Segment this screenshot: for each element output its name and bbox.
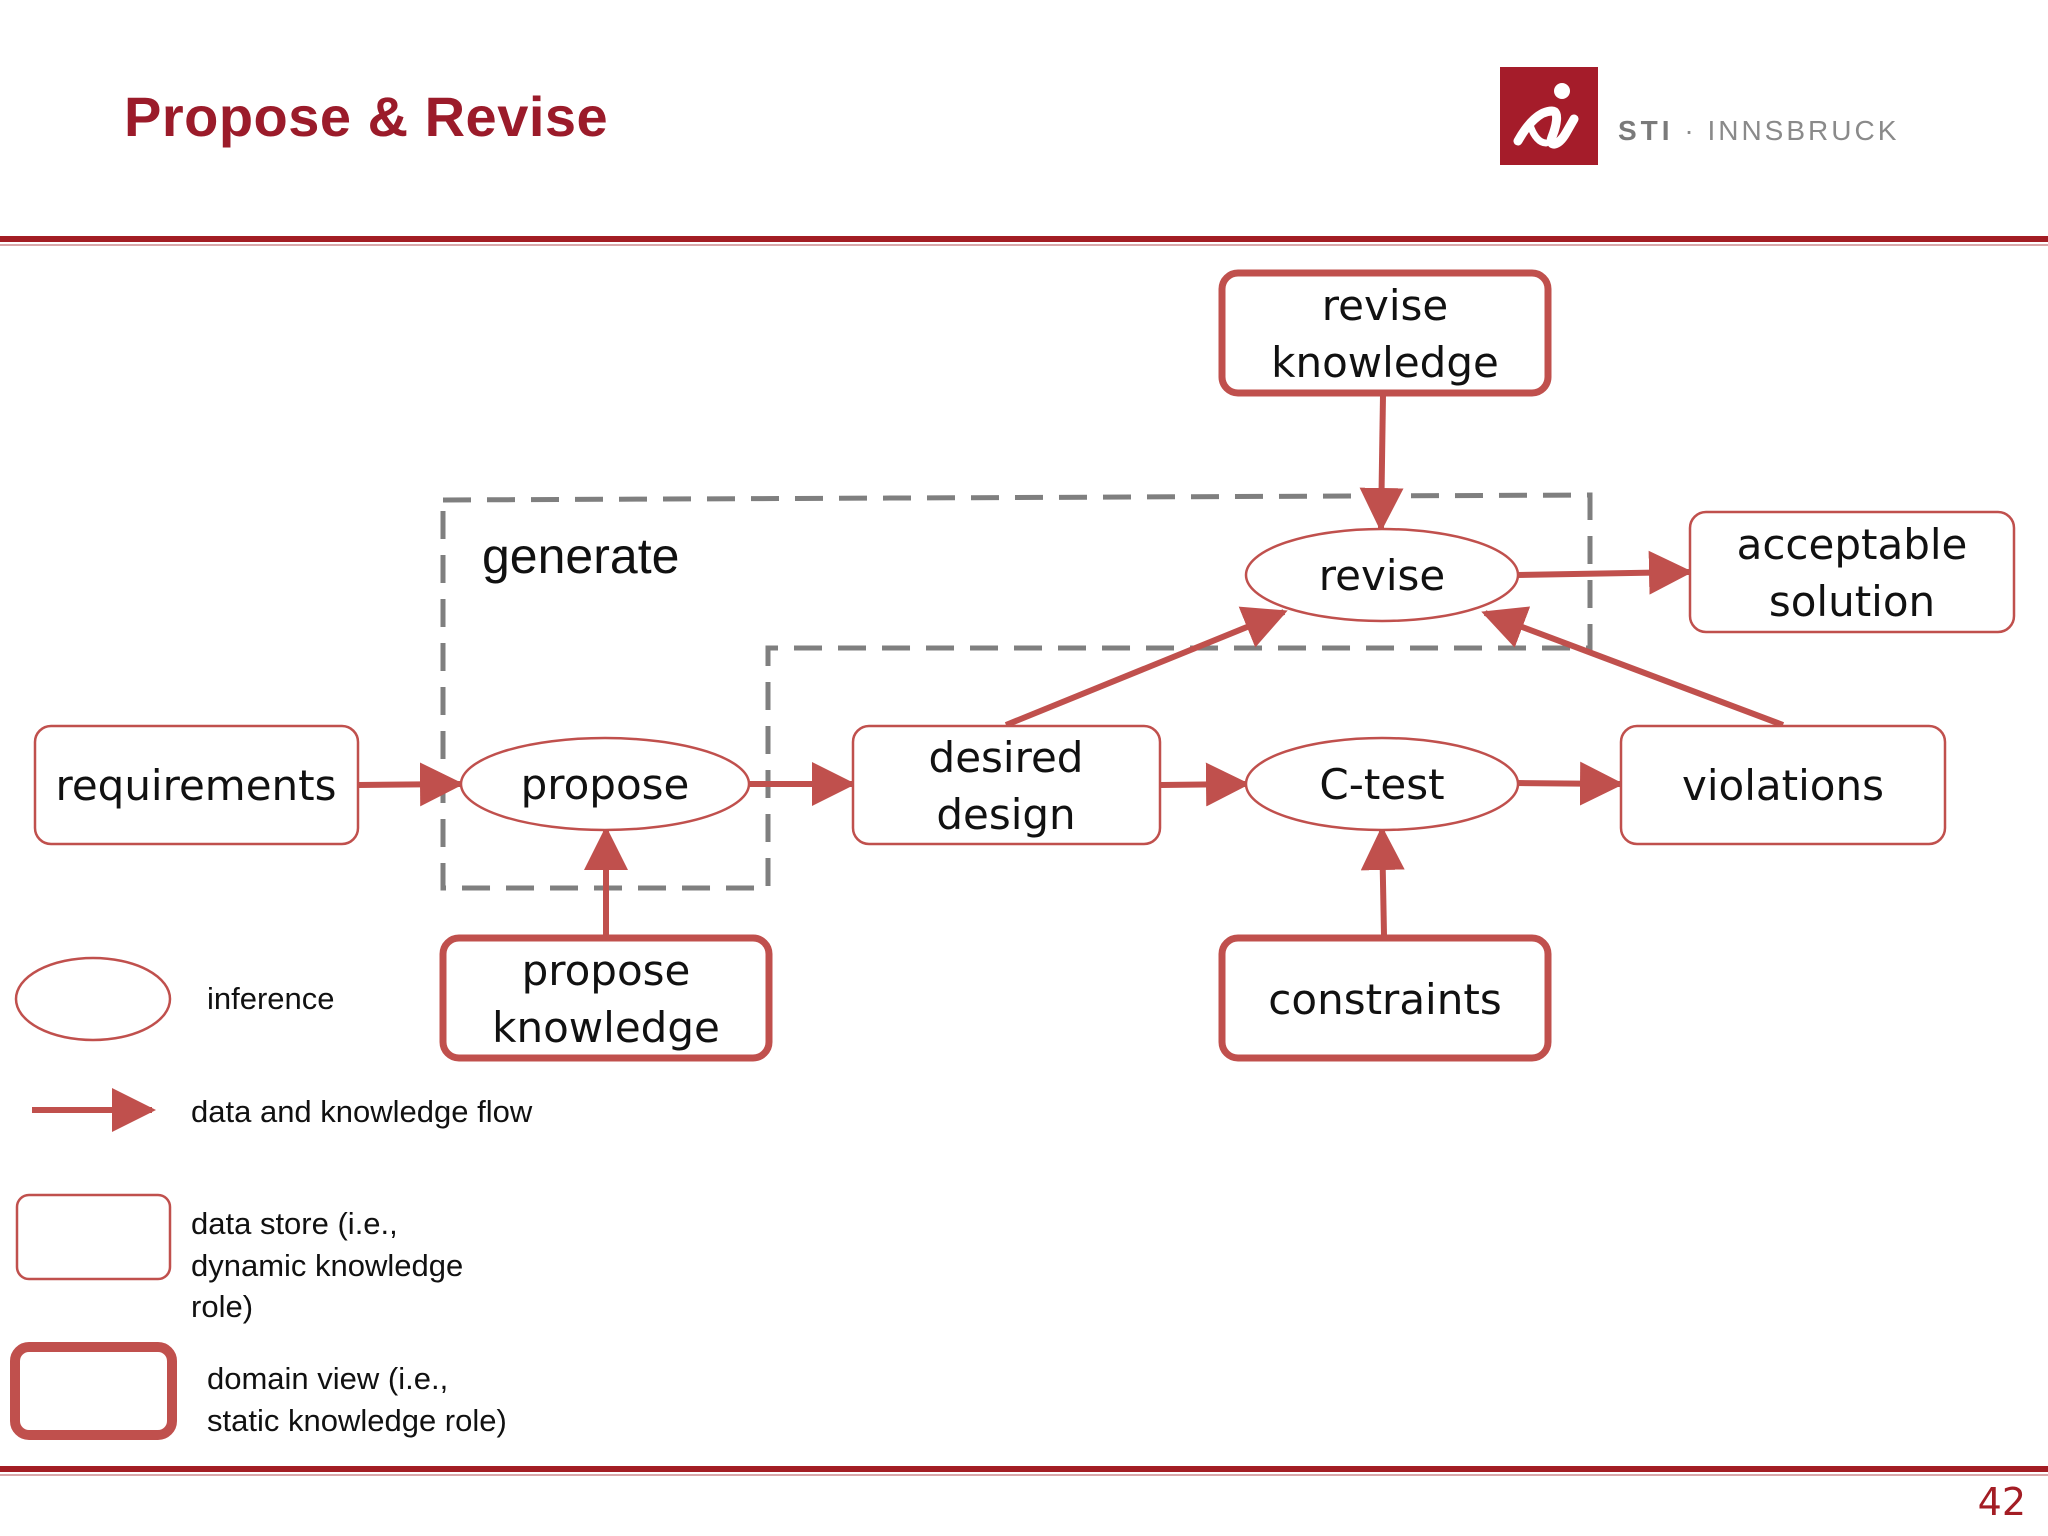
sti-figure-icon (1513, 83, 1579, 149)
legend: inference data and knowledge flow data s… (10, 956, 533, 1440)
slide-title: Propose & Revise (124, 85, 609, 148)
node-acceptable-solution: acceptable solution (1688, 510, 2016, 634)
node-revise-knowledge-line2: knowledge (1271, 338, 1499, 387)
node-propose-knowledge-line2: knowledge (492, 1003, 720, 1052)
logo-abbr: STI (1618, 115, 1674, 146)
node-propose-knowledge: propose knowledge (439, 934, 773, 1062)
node-acceptable-solution-line2: solution (1769, 577, 1935, 626)
node-desired-design: desired design (851, 724, 1162, 846)
node-requirements-label: requirements (55, 761, 336, 810)
node-violations-label: violations (1682, 761, 1884, 810)
legend-data-store-line2: dynamic knowledge (191, 1248, 463, 1283)
legend-inference-symbol (14, 956, 172, 1042)
legend-data-store: data store (i.e., dynamic knowledge role… (15, 1193, 463, 1324)
node-c-test-label: C-test (1319, 760, 1444, 809)
logo-text: STI · INNSBRUCK (1618, 115, 1899, 147)
node-revise-label: revise (1319, 551, 1445, 600)
node-propose-knowledge-line1: propose (522, 946, 691, 995)
sti-innsbruck-logo: STI · INNSBRUCK (1500, 67, 1920, 165)
logo-separator: · (1684, 115, 1697, 146)
node-constraints: constraints (1218, 934, 1552, 1062)
node-acceptable-solution-line1: acceptable (1737, 520, 1968, 569)
node-desired-design-line1: desired (929, 733, 1084, 782)
flow-constraints-to-c-test (1360, 826, 1405, 936)
generate-group-label: generate (482, 528, 679, 584)
legend-inference-label: inference (207, 981, 335, 1016)
node-revise-knowledge: revise knowledge (1218, 269, 1552, 397)
page-number: 42 (1977, 1480, 2026, 1524)
legend-inference: inference (14, 956, 335, 1042)
legend-flow: data and knowledge flow (32, 1088, 533, 1132)
node-revise: revise (1244, 527, 1520, 623)
node-c-test: C-test (1244, 736, 1520, 832)
flow-desired-design-to-c-test (1160, 762, 1250, 807)
node-constraints-label: constraints (1268, 975, 1501, 1024)
flow-revise-to-acceptable-solution (1516, 550, 1693, 595)
legend-domain-view-symbol (10, 1342, 177, 1440)
flow-requirements-to-propose (357, 762, 464, 807)
legend-domain-view: domain view (i.e., static knowledge role… (10, 1342, 507, 1440)
legend-data-store-line3: role) (191, 1289, 253, 1324)
flow-violations-to-revise (1481, 606, 1785, 728)
flow-desired-design-to-revise (1004, 606, 1288, 728)
node-violations: violations (1619, 724, 1947, 846)
top-divider (0, 236, 2048, 242)
generate-group-outline (440, 492, 1593, 891)
legend-data-store-symbol (15, 1193, 172, 1281)
node-propose-label: propose (521, 760, 690, 809)
node-propose: propose (459, 736, 751, 832)
legend-data-store-line1: data store (i.e., (191, 1206, 398, 1241)
legend-domain-view-line1: domain view (i.e., (207, 1361, 448, 1396)
flow-c-test-to-violations (1516, 761, 1624, 806)
legend-flow-label: data and knowledge flow (191, 1094, 533, 1129)
legend-domain-view-line2: static knowledge role) (207, 1403, 507, 1438)
flow-revise-knowledge-to-revise (1359, 394, 1404, 532)
top-divider-shadow (0, 244, 2048, 246)
bottom-divider-shadow (0, 1474, 2048, 1476)
bottom-divider (0, 1466, 2048, 1472)
node-requirements: requirements (33, 724, 360, 846)
logo-name: INNSBRUCK (1707, 115, 1900, 146)
node-desired-design-line2: design (936, 790, 1075, 839)
sti-logo-mark-icon (1500, 67, 1598, 165)
node-revise-knowledge-line1: revise (1322, 281, 1448, 330)
